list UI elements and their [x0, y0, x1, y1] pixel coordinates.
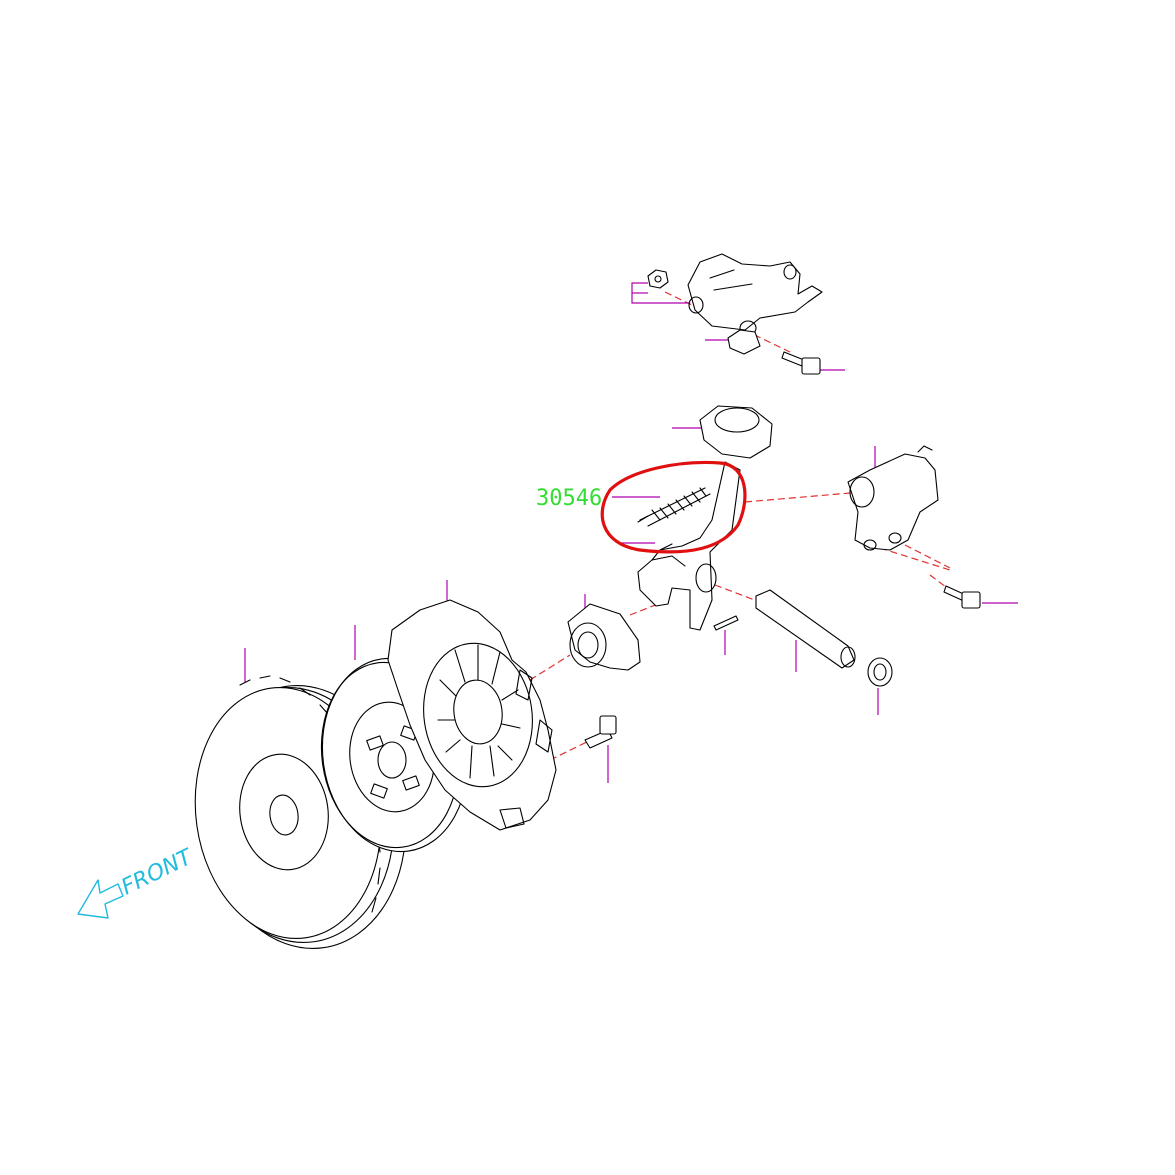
- spring-30546: [637, 487, 711, 527]
- bracket-wedge: [727, 329, 761, 355]
- bracket-bolt: [781, 351, 821, 375]
- release-fork: [637, 461, 741, 631]
- front-arrow-icon: [77, 879, 124, 919]
- part-number-callout: 30546: [536, 486, 602, 511]
- bracket-nut: [647, 269, 669, 289]
- pivot-boot: [699, 405, 773, 459]
- shaft-pin: [713, 615, 739, 631]
- upper-bracket: [687, 253, 823, 336]
- shaft-bushing: [867, 657, 893, 687]
- highlight-circle: [600, 460, 747, 554]
- fork-shaft: [755, 589, 856, 669]
- clutch-cover: [387, 599, 557, 831]
- release-bearing: [567, 603, 641, 671]
- front-indicator: FRONT: [77, 844, 198, 919]
- cover-bolt: [584, 715, 617, 749]
- front-label: FRONT: [118, 844, 198, 900]
- slave-cylinder-bolt: [943, 585, 981, 609]
- slave-cylinder: [847, 445, 939, 551]
